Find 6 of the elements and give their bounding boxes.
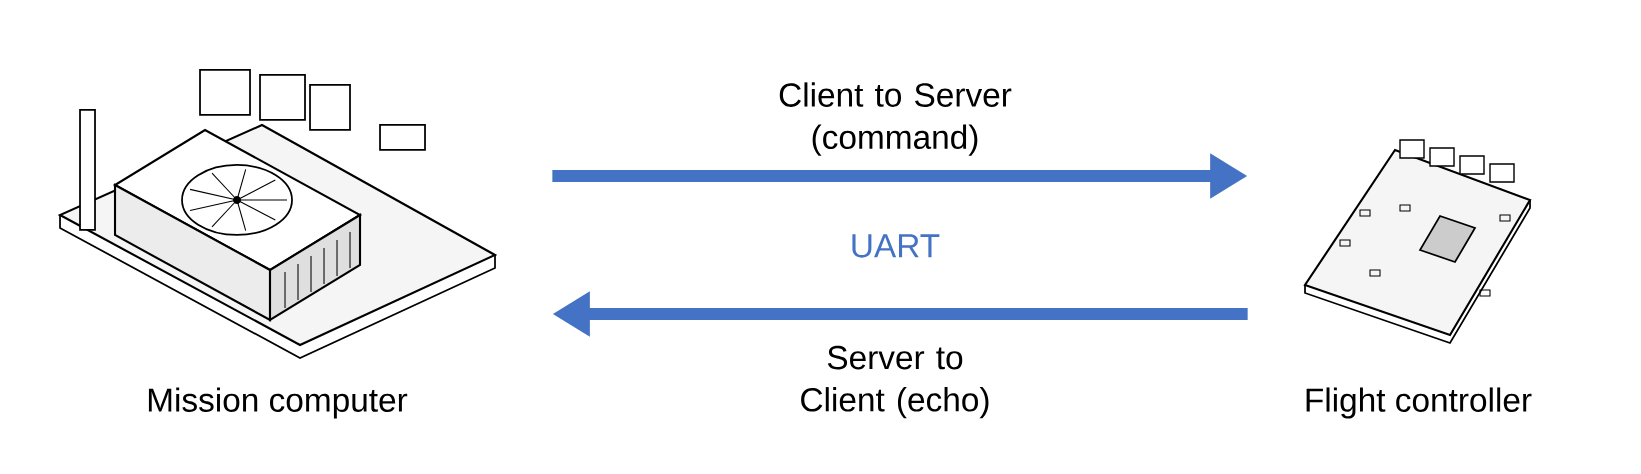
node-label: Mission computer	[148, 387, 408, 419]
circuit-board-drawing	[1303, 139, 1532, 345]
edge-label: Client to Server (command)	[779, 82, 1012, 156]
bus-label: UART	[852, 234, 940, 258]
node-label: Flight controller	[1306, 387, 1532, 419]
edge-label: Server to Client (echo)	[801, 345, 989, 419]
